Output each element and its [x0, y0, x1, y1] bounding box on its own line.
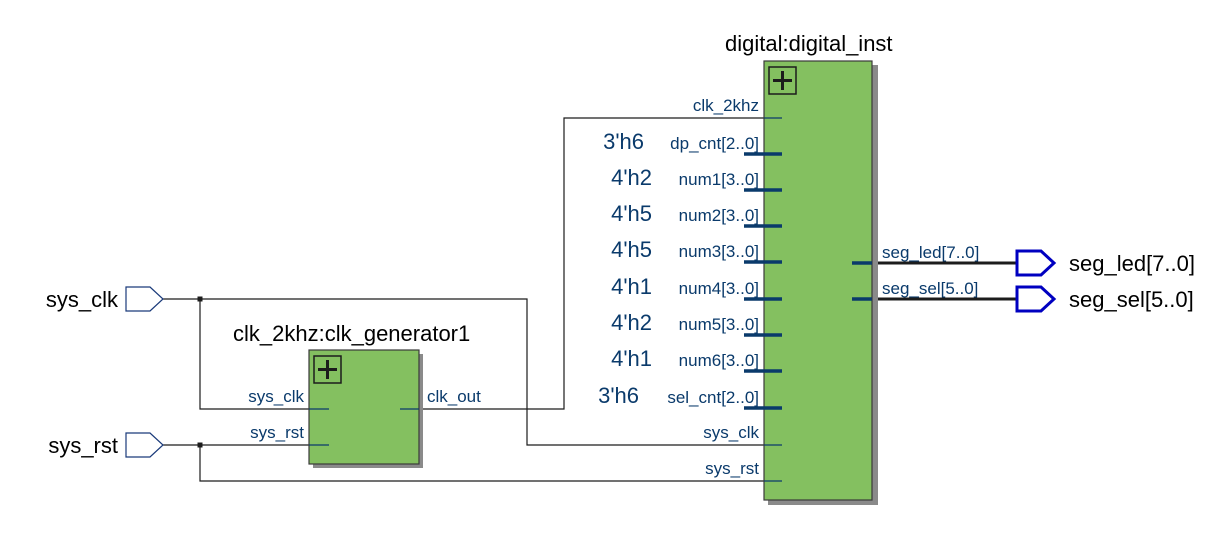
- junction-sys-clk: [197, 296, 203, 302]
- input-pin-sys-clk-symbol[interactable]: [125, 286, 164, 312]
- digital-const-num1: 4'h2: [611, 165, 652, 190]
- digital-body[interactable]: [763, 60, 873, 501]
- digital-port-num3: num3[3..0]: [679, 242, 759, 261]
- wire-sys-clk-to-digital[interactable]: [163, 298, 782, 446]
- input-pin-sys-clk[interactable]: sys_clk: [46, 286, 164, 312]
- output-pin-seg-sel-label: seg_sel[5..0]: [1069, 287, 1194, 312]
- digital-port-num5: num5[3..0]: [679, 315, 759, 334]
- digital-port-num6: num6[3..0]: [679, 351, 759, 370]
- digital-port-num2: num2[3..0]: [679, 206, 759, 225]
- wire-clk-out-to-clk-2khz[interactable]: [400, 117, 782, 410]
- junction-sys-rst: [197, 442, 203, 448]
- digital-port-sel-cnt: sel_cnt[2..0]: [667, 388, 759, 407]
- digital-const-num5: 4'h2: [611, 310, 652, 335]
- digital-title: digital:digital_inst: [725, 31, 893, 56]
- input-pin-sys-rst[interactable]: sys_rst: [48, 432, 164, 458]
- wires: [163, 117, 1017, 482]
- digital-const-num3: 4'h5: [611, 237, 652, 262]
- digital-block[interactable]: digital:digital_inst clk_2khz sys_clk sy…: [598, 31, 979, 505]
- wire-sys-rst-to-digital[interactable]: [199, 445, 782, 482]
- digital-port-sys-rst: sys_rst: [705, 459, 759, 478]
- digital-const-num6: 4'h1: [611, 346, 652, 371]
- expand-icon[interactable]: [313, 355, 342, 384]
- input-pin-sys-rst-symbol[interactable]: [125, 432, 164, 458]
- digital-port-clk-2khz: clk_2khz: [693, 96, 759, 115]
- output-pin-seg-led-label: seg_led[7..0]: [1069, 251, 1195, 276]
- digital-port-num1: num1[3..0]: [679, 170, 759, 189]
- clk-generator-port-sys-rst: sys_rst: [250, 423, 304, 442]
- clk-generator-title: clk_2khz:clk_generator1: [233, 321, 470, 346]
- digital-port-seg-sel: seg_sel[5..0]: [882, 279, 978, 298]
- output-pin-seg-sel-symbol[interactable]: [1015, 285, 1057, 313]
- wire-sys-clk-to-clkgen[interactable]: [199, 299, 329, 410]
- digital-port-num4: num4[3..0]: [679, 279, 759, 298]
- digital-port-sys-clk: sys_clk: [703, 423, 759, 442]
- clk-generator-port-sys-clk: sys_clk: [248, 387, 304, 406]
- digital-const-num2: 4'h5: [611, 201, 652, 226]
- digital-const-sel-cnt: 3'h6: [598, 383, 639, 408]
- output-pin-seg-sel[interactable]: seg_sel[5..0]: [1015, 285, 1194, 313]
- output-pin-seg-led[interactable]: seg_led[7..0]: [1015, 249, 1195, 277]
- digital-const-dp-cnt: 3'h6: [603, 129, 644, 154]
- clk-generator-port-clk-out: clk_out: [427, 387, 481, 406]
- input-pin-sys-clk-label: sys_clk: [46, 287, 119, 312]
- clk-generator-block[interactable]: clk_2khz:clk_generator1 sys_clk sys_rst …: [233, 321, 481, 468]
- input-pin-sys-rst-label: sys_rst: [48, 433, 118, 458]
- digital-port-seg-led: seg_led[7..0]: [882, 243, 979, 262]
- expand-icon[interactable]: [768, 66, 797, 95]
- output-pin-seg-led-symbol[interactable]: [1015, 249, 1057, 277]
- digital-const-num4: 4'h1: [611, 274, 652, 299]
- digital-port-dp-cnt: dp_cnt[2..0]: [670, 134, 759, 153]
